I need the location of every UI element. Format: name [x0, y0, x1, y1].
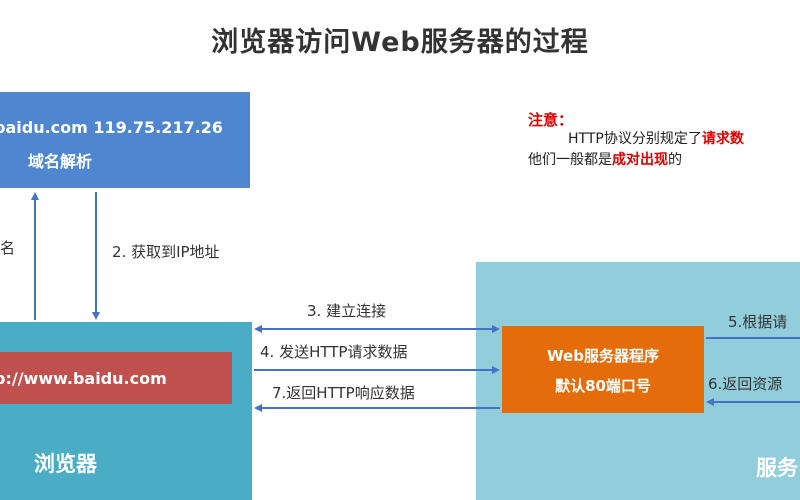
note-line-2-text: 他们一般都是: [528, 152, 612, 168]
default-port-label: 默认80端口号: [555, 377, 651, 395]
step-1-label: 名: [0, 239, 16, 257]
note-line-2-highlight: 成对出现: [612, 152, 668, 168]
step-4-label: 4. 发送HTTP请求数据: [260, 343, 408, 361]
note-line-1: HTTP协议分别规定了请求数: [568, 128, 744, 148]
step-7-label: 7.返回HTTP响应数据: [272, 384, 415, 402]
step-5-label: 5.根据请: [728, 313, 788, 331]
diagram-title: 浏览器访问Web服务器的过程: [211, 27, 589, 58]
step-6-label: 6.返回资源: [708, 375, 783, 393]
step-2-label: 2. 获取到IP地址: [112, 243, 220, 261]
dns-box: baidu.com 119.75.217.26 域名解析: [0, 92, 250, 188]
note-line-2: 他们一般都是成对出现的: [528, 149, 682, 169]
note-line-1-highlight: 请求数: [701, 131, 744, 147]
note-title: 注意：: [528, 111, 574, 129]
server-label: 服务: [756, 456, 798, 480]
browser-label: 浏览器: [34, 452, 97, 476]
dns-resolution-text: baidu.com 119.75.217.26: [0, 118, 223, 137]
browser-url-bar: p://www.baidu.com: [0, 352, 232, 404]
note-line-1-text: HTTP协议分别规定了: [568, 131, 702, 147]
step-3-label: 3. 建立连接: [307, 302, 387, 320]
browser-box: [0, 322, 252, 500]
dns-label: 域名解析: [28, 152, 93, 171]
web-server-program-label: Web服务器程序: [547, 347, 659, 365]
note-line-2-suffix: 的: [668, 152, 682, 168]
web-server-program-box: Web服务器程序 默认80端口号: [502, 326, 704, 413]
